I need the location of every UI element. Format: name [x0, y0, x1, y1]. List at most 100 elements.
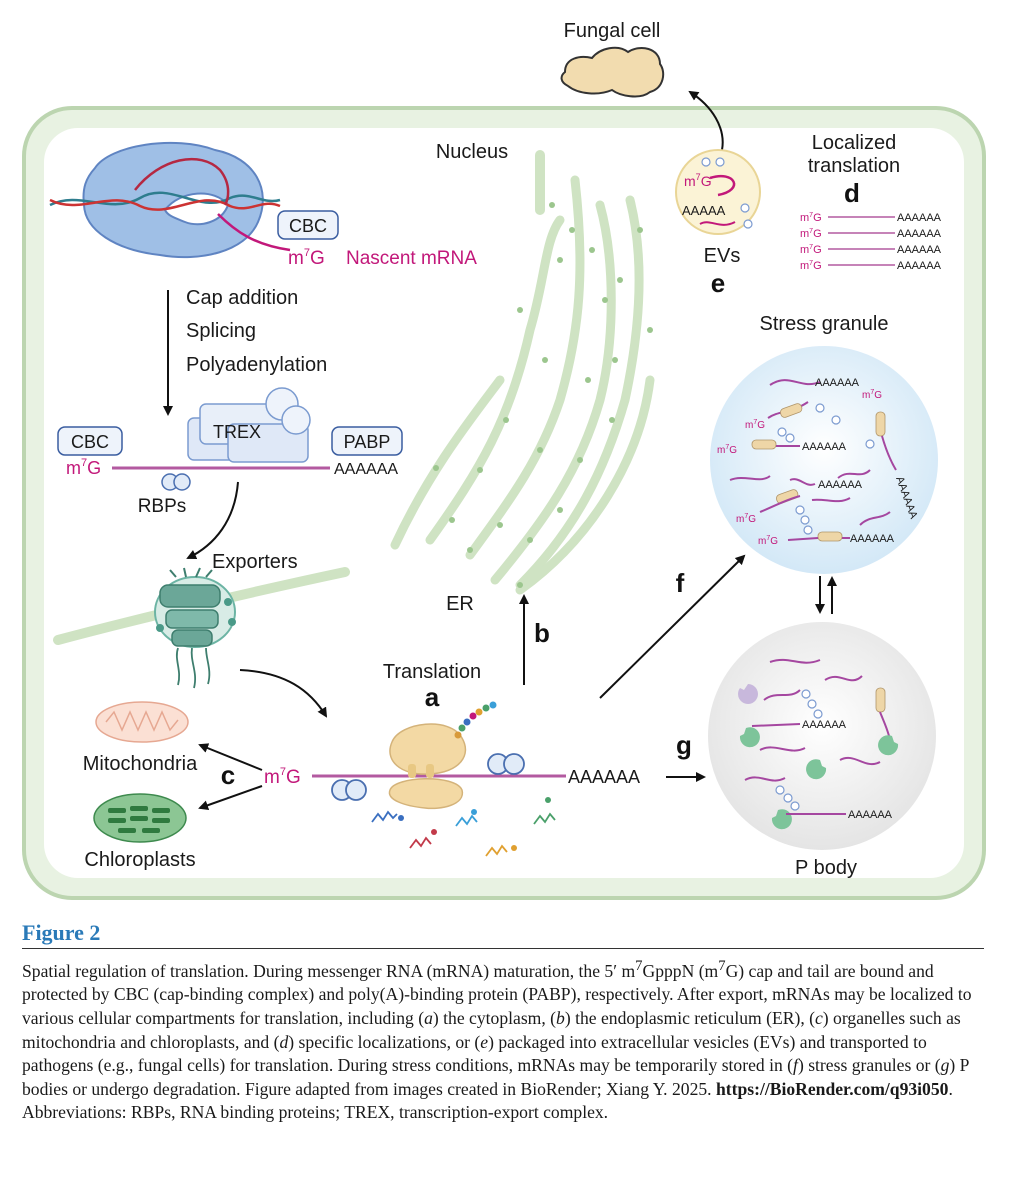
- fungal-cell-label: Fungal cell: [564, 20, 661, 42]
- endoplasmic-reticulum: [390, 175, 655, 595]
- mrnp-to-exporter-arrow: [186, 481, 239, 560]
- translation-to-mito-arrow: [198, 743, 263, 771]
- p-body-contents: AAAAAA AAAAAA: [738, 658, 899, 830]
- cap-addition-label: Cap addition: [186, 287, 298, 309]
- splicing-label: Splicing: [186, 320, 256, 342]
- m7g-mid: m7G: [66, 457, 101, 478]
- letter-f: f: [676, 568, 685, 598]
- svg-text:m7G: m7G: [745, 419, 765, 431]
- caption-text: Spatial regulation of translation. Durin…: [22, 960, 636, 981]
- caption-text: GpppN (m: [642, 960, 719, 981]
- caption-text: f: [793, 1055, 798, 1076]
- m7g-ev: m7G: [684, 172, 712, 189]
- svg-text:AAAAAA: AAAAAA: [850, 533, 895, 545]
- caption-text: d: [279, 1031, 289, 1052]
- caption-text: b: [556, 1008, 565, 1029]
- polya-translation: AAAAAA: [568, 767, 640, 787]
- rbp-icon: [161, 473, 191, 491]
- caption-text: ) the endoplasmic reticulum (ER), (: [564, 1008, 815, 1029]
- trex-complex: [187, 387, 311, 463]
- letter-a: a: [425, 682, 440, 712]
- translation-regulation-diagram: Fungal cell Nucleus ER CBC m7G Nascent m: [22, 20, 986, 900]
- svg-text:m7G: m7G: [800, 228, 822, 240]
- fungal-cell-icon: [560, 46, 665, 98]
- caption-text: G) cap and tail are bound and protected …: [22, 960, 972, 1029]
- trna-icons: [371, 797, 556, 857]
- extracellular-vesicle-icon: [675, 149, 761, 235]
- figure-divider: [22, 948, 984, 949]
- letter-g: g: [676, 730, 692, 760]
- letter-b: b: [534, 618, 550, 648]
- svg-text:m7G: m7G: [736, 513, 756, 525]
- caption-text: ) P bodies or undergo degradation. Figur…: [22, 1055, 969, 1099]
- svg-text:m7G: m7G: [862, 389, 882, 401]
- svg-text:AAAAAA: AAAAAA: [897, 212, 942, 224]
- figure-title: Figure 2: [22, 920, 101, 945]
- ribosome-icon: [388, 723, 467, 810]
- svg-text:m7G: m7G: [800, 244, 822, 256]
- pabp-box: [331, 426, 403, 456]
- caption-text: c: [814, 1008, 823, 1029]
- caption-text: e: [480, 1031, 489, 1052]
- er-label: ER: [446, 593, 474, 615]
- letter-e: e: [711, 268, 725, 298]
- polya-mid: AAAAAA: [334, 461, 398, 478]
- svg-text:AAAAAA: AAAAAA: [802, 441, 847, 453]
- chloroplast-icon: [93, 793, 187, 843]
- svg-text:AAAAAA: AAAAAA: [818, 479, 863, 491]
- cbc-mid-label: CBC: [71, 432, 109, 452]
- svg-text:AAAAAA: AAAAAA: [815, 377, 860, 389]
- caption-text: ) specific localizations, or (: [288, 1031, 481, 1052]
- translation-to-chloro-arrow: [198, 785, 263, 811]
- p-body-circle: [708, 622, 936, 850]
- exporters-label: Exporters: [212, 551, 298, 573]
- localized-translation-label-2: translation: [808, 155, 900, 177]
- svg-text:AAAAAA: AAAAAA: [848, 809, 893, 821]
- nucleus-label: Nucleus: [436, 141, 508, 163]
- nascent-mrna-label: Nascent mRNA: [346, 248, 477, 269]
- svg-text:AAAAAA: AAAAAA: [897, 260, 942, 272]
- svg-text:m7G: m7G: [800, 260, 822, 272]
- localized-translation-label-1: Localized: [812, 132, 897, 154]
- letter-c: c: [221, 760, 235, 790]
- caption-text: ) the cytoplasm, (: [432, 1008, 557, 1029]
- exporter-to-translation-arrow: [239, 669, 328, 718]
- biorender-link[interactable]: https://BioRender.com/q93i050: [715, 1078, 949, 1099]
- caption-text: a: [424, 1008, 433, 1029]
- trex-label: TREX: [213, 422, 261, 442]
- caption-text: ) packaged into extracellular vesicles (…: [22, 1031, 927, 1076]
- pabp-label: PABP: [344, 432, 391, 452]
- localized-mrna-list: m7G AAAAAA m7G AAAAAA m7G AAAAAA m7G AAA…: [800, 212, 942, 272]
- caption-text: ) stress granules or (: [797, 1055, 941, 1076]
- stress-granule-contents: AAAAAA m7G m7G AAAAAA m7G AAAAAA AAAAAA …: [717, 377, 920, 547]
- er-ribosome-dots: [433, 202, 653, 588]
- stress-granule-label: Stress granule: [760, 313, 889, 335]
- nascent-peptide-chain: [454, 701, 497, 739]
- cbc-top-box: [277, 210, 339, 240]
- mitochondria-label: Mitochondria: [83, 753, 198, 775]
- nuclear-pore-exporter-icon: [154, 567, 236, 689]
- ev-to-fungal-arrow: [688, 90, 724, 151]
- m7g-translation: m7G: [264, 766, 301, 788]
- p-body-label: P body: [795, 857, 857, 879]
- svg-text:AAAAAA: AAAAAA: [897, 244, 942, 256]
- chloroplasts-label: Chloroplasts: [84, 849, 195, 871]
- translation-label: Translation: [383, 661, 481, 683]
- svg-text:AAAAAA: AAAAAA: [897, 228, 942, 240]
- translation-to-stress-granule-arrow: [599, 554, 746, 699]
- svg-text:m7G: m7G: [800, 212, 822, 224]
- evs-label: EVs: [704, 245, 741, 267]
- caption-text: ) organelles such as mitochondria and ch…: [22, 1008, 961, 1052]
- caption-text: g: [940, 1055, 950, 1076]
- aaaaa-ev: AAAAA: [682, 203, 726, 218]
- caption-text: . Abbreviations: RBPs, RNA binding prote…: [22, 1078, 953, 1123]
- polysome-rbps: [331, 753, 525, 801]
- polyadenylation-label: Polyadenylation: [186, 354, 327, 376]
- mitochondria-icon: [95, 701, 189, 743]
- m7g-top: m7G: [288, 247, 325, 269]
- rbps-label: RBPs: [138, 496, 187, 517]
- cbc-top-label: CBC: [289, 216, 327, 236]
- svg-text:AAAAAA: AAAAAA: [802, 719, 847, 731]
- caption-text: 7: [718, 958, 726, 974]
- svg-text:m7G: m7G: [758, 535, 778, 547]
